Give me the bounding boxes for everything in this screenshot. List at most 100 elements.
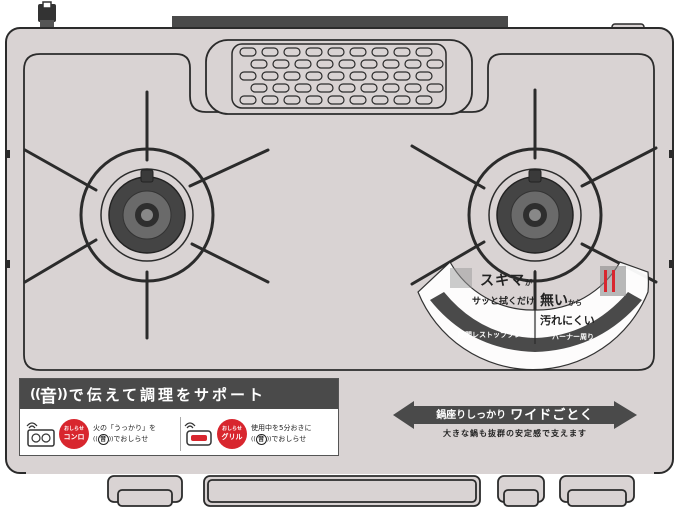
burner-notice-badge: おしらせ コンロ [59, 419, 89, 449]
left-trivet [23, 90, 270, 340]
badge-top-text: おしらせ [64, 426, 84, 432]
vent-hole [371, 71, 389, 81]
burner-ring-title-a-small: から [568, 299, 582, 307]
vent-hole [261, 95, 279, 105]
grill-notice-text: 使用中を5分おきに ((音)) でおしらせ [251, 423, 311, 445]
sound-emblem: (( 音 )) [30, 382, 68, 407]
vent-hole [371, 95, 389, 105]
vent-hole [360, 83, 378, 93]
vent-hole [349, 71, 367, 81]
sound-word: 音 [39, 386, 57, 407]
vent-hole [404, 83, 422, 93]
vent-hole [426, 59, 444, 69]
vent-hole [415, 47, 433, 57]
panel-divider [180, 417, 181, 451]
vent-hole [393, 47, 411, 57]
sound-emblem-small: ((音)) [251, 434, 271, 445]
vent-hole [327, 47, 345, 57]
badge-top-text: おしらせ [222, 426, 242, 432]
sound-headline: で伝えて調理をサポート [68, 385, 267, 404]
vent-hole [338, 83, 356, 93]
sound-wave-icon: )) [56, 386, 68, 402]
wide-trivet-headline: 鍋座りしっかり ワイドごとく [415, 402, 615, 424]
sound-word-small: 音 [255, 434, 267, 445]
top-plate-caption: 隙間レストッププレート [458, 331, 535, 339]
vent-hole [426, 83, 444, 93]
grill-notice-badge: おしらせ グリル [217, 419, 247, 449]
vent-hole [393, 71, 411, 81]
burner-notice-text: 火の「うっかり」を ((音)) でおしらせ [93, 423, 156, 445]
badge-bottom-text: グリル [221, 433, 243, 441]
left-burner [23, 90, 270, 340]
burner-notice-line2: でおしらせ [113, 435, 149, 443]
wide-trivet-subtitle: 大きな鍋も抜群の安定感で支えます [443, 429, 587, 438]
vent-hole [338, 59, 356, 69]
vent-hole [327, 95, 345, 105]
side-marks [6, 150, 673, 268]
grill-notice-line2: でおしらせ [271, 435, 307, 443]
vent-hole [382, 83, 400, 93]
vent-hole [283, 47, 301, 57]
burner-ring-subtitle: 汚れにくい [540, 314, 595, 327]
wide-trivet-headline-big: ワイドごとく [510, 407, 594, 423]
vent-hole [272, 83, 290, 93]
burner-notice-line1: 火の「うっかり」を [93, 424, 156, 432]
grill-exhaust-vent [205, 39, 473, 115]
wide-trivet-panel: 鍋座りしっかり ワイドごとく 大きな鍋も抜群の安定感で支えます [393, 398, 637, 440]
sound-wave-icon: )) [108, 436, 114, 443]
burner-ring-title: 無いから [540, 290, 582, 310]
sound-wave-icon: )) [266, 436, 272, 443]
vent-hole [239, 47, 257, 57]
vent-hole [283, 71, 301, 81]
vent-hole [261, 47, 279, 57]
vent-hole [294, 59, 312, 69]
vent-hole [371, 47, 389, 57]
top-knob [38, 1, 56, 30]
vent-hole [382, 59, 400, 69]
vent-hole [272, 59, 290, 69]
top-plate-title: スキマが [480, 270, 533, 290]
top-plate-title-a-small: が [525, 279, 533, 287]
vent-hole [283, 95, 301, 105]
front-edge [26, 460, 654, 474]
wide-trivet-arrow [393, 401, 637, 429]
sound-wave-icon: (( [30, 386, 41, 402]
vent-hole [349, 47, 367, 57]
vent-hole [305, 95, 323, 105]
sound-emblem-small: ((音)) [93, 434, 113, 445]
vent-hole [305, 71, 323, 81]
vent-hole [316, 83, 334, 93]
vent-hole [393, 95, 411, 105]
top-plate-outline [23, 53, 655, 371]
sound-wave-icon: (( [93, 436, 98, 443]
vent-hole [239, 71, 257, 81]
grill-notice-feature: おしらせ グリル 使用中を5分おきに ((音)) でおしらせ [184, 413, 338, 455]
sound-support-panel: (( 音 )) で伝えて調理をサポート おしらせ コンロ 火の「うっかり」を (… [19, 378, 339, 456]
vent-hole [349, 95, 367, 105]
front-knobs [107, 475, 635, 507]
vent-hole [250, 59, 268, 69]
sound-support-banner: (( 音 )) で伝えて調理をサポート [20, 379, 338, 409]
vent-hole [305, 47, 323, 57]
vent-hole [239, 95, 257, 105]
grill-notice-line1: 使用中を5分おきに [251, 424, 312, 432]
vent-hole [250, 83, 268, 93]
badge-bottom-text: コンロ [63, 433, 85, 441]
top-plate-title-a: スキマ [480, 273, 525, 289]
vent-hole [294, 83, 312, 93]
vent-hole [327, 71, 345, 81]
wide-trivet-headline-small: 鍋座りしっかり [436, 409, 507, 421]
top-plate-subtitle: サッと拭くだけ [472, 297, 536, 307]
vent-hole [261, 71, 279, 81]
grill-device-icon [184, 422, 212, 446]
vent-hole [316, 59, 334, 69]
back-trim [172, 16, 508, 28]
burner-notice-feature: おしらせ コンロ 火の「うっかり」を ((音)) でおしらせ [26, 413, 176, 455]
sound-word-small: 音 [97, 434, 109, 445]
burner-feature-badge [417, 261, 650, 371]
vent-hole [404, 59, 422, 69]
vent-hole [415, 95, 433, 105]
vent-hole [415, 71, 433, 81]
sound-wave-icon: (( [251, 436, 256, 443]
